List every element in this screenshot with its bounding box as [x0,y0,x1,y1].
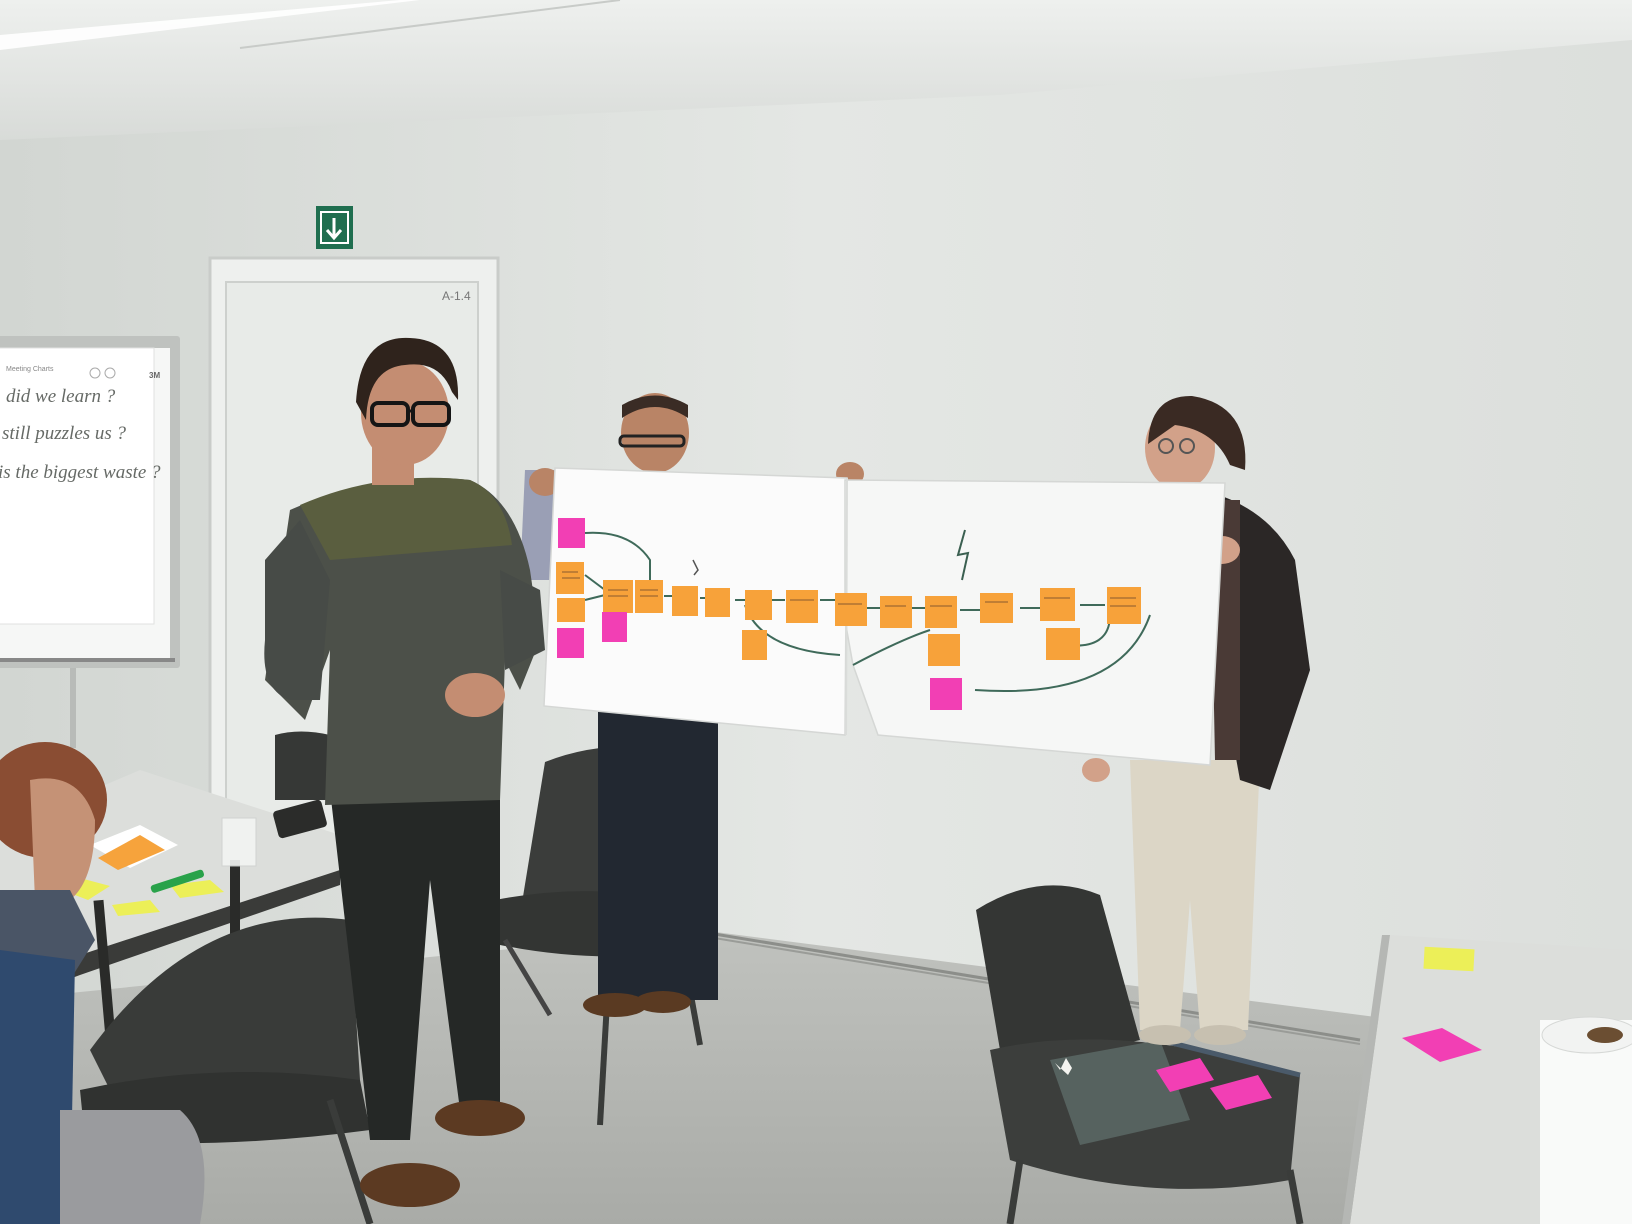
flipchart [0,336,180,748]
phone [273,799,327,839]
flipchart-line-1: did we learn ? [6,386,116,407]
person-seated [0,742,205,1224]
ceiling-light [0,0,420,50]
flipchart-brand-title: Meeting Charts [6,366,54,373]
flipchart-brand-logo: 3M [149,371,161,380]
door-number-plate: A-1.4 [442,289,471,303]
crumpled-paper [1055,1058,1072,1075]
paper-towel-roll [1540,1020,1632,1224]
flipchart-line-3: is the biggest waste ? [0,462,161,483]
person-right [1082,395,1310,1045]
person-front [264,337,545,1207]
emergency-exit-sign-icon [316,206,353,249]
flipchart-line-2: still puzzles us ? [2,423,127,444]
glass [221,817,257,867]
chair-right [976,885,1304,1224]
notebook [1050,1040,1190,1145]
value-stream-map-poster [543,467,1226,766]
ceiling [0,0,1632,140]
sticky-notes [556,518,1141,710]
chair-back-left [275,731,330,800]
table-right [1342,935,1632,1224]
person-middle [520,393,864,1017]
